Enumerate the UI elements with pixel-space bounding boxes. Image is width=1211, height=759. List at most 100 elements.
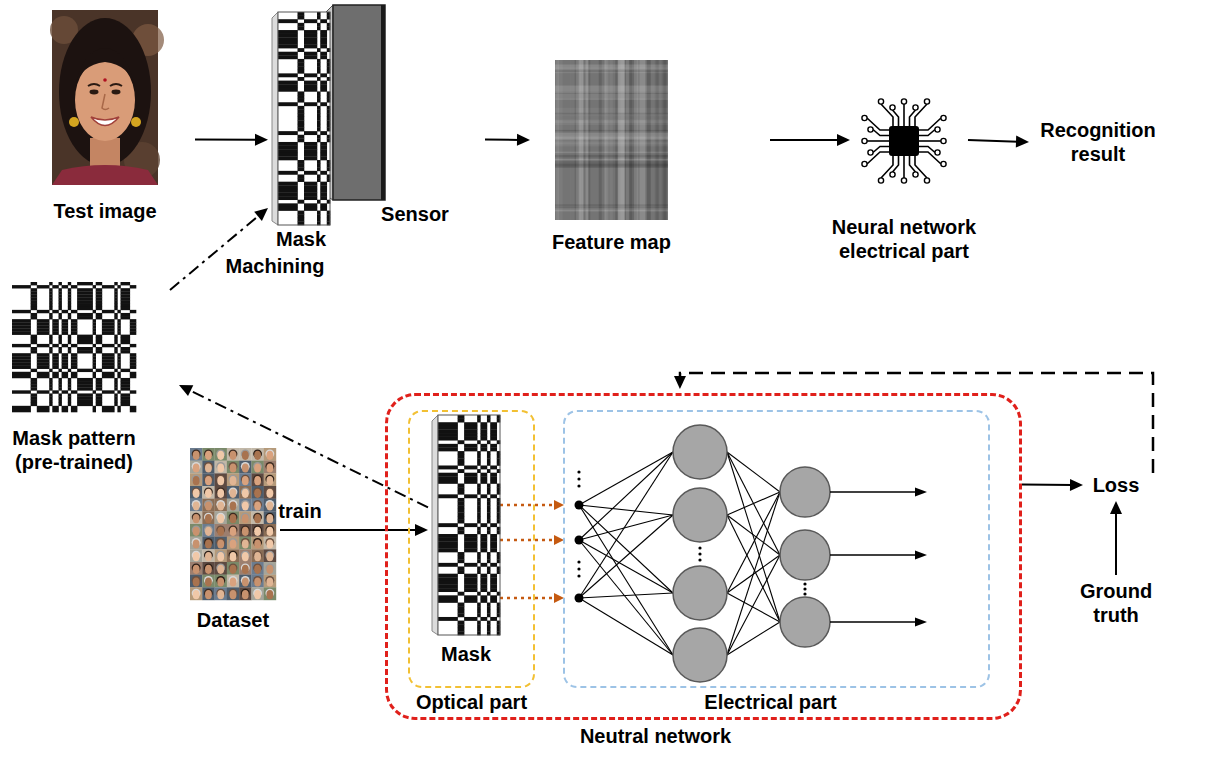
feature-illustration: [555, 60, 668, 220]
caption-text: Mask: [261, 227, 341, 251]
mask-pixel: [490, 444, 497, 448]
mask-pixel: [458, 613, 465, 617]
mask-pixel: [320, 88, 327, 92]
mask-pixel: [317, 95, 321, 99]
caption: Mask: [426, 642, 506, 666]
mask-pixel: [96, 347, 103, 350]
mask-pixel: [62, 375, 69, 378]
chip-pin: [919, 130, 935, 136]
illustration-part: [90, 90, 99, 95]
mask-pixel: [320, 203, 327, 207]
chip-pin-end: [868, 127, 873, 132]
mask-pixel: [320, 131, 327, 135]
mask-pixel: [438, 599, 458, 603]
illustration-part: [91, 117, 119, 126]
mask-pixel: [458, 509, 465, 513]
mask-pixel: [278, 185, 298, 189]
mask-pixel: [298, 167, 305, 171]
ellipsis-dot: [698, 558, 701, 561]
weight-line: [579, 598, 673, 655]
face-tile: [215, 486, 227, 499]
mask-pixel: [477, 556, 481, 560]
mask-pixel: [102, 366, 115, 369]
feature-band: [555, 141, 668, 144]
face-tile: [239, 549, 251, 562]
mask-pixel: [477, 516, 481, 520]
node-label: Recognition result: [1033, 118, 1163, 166]
face-skin: [266, 552, 273, 561]
mask-pixel: [464, 465, 477, 469]
face-tile: [264, 537, 276, 550]
mask-pixel: [68, 316, 71, 319]
mask-pixel: [114, 282, 117, 285]
mask-pixel: [37, 285, 50, 288]
mask-pixel: [102, 356, 115, 359]
face-skin: [242, 501, 249, 510]
mask-pixel: [464, 574, 477, 578]
mask-pixel: [77, 400, 93, 403]
mask-pixel: [304, 171, 317, 175]
face-skin: [193, 527, 200, 536]
mask-pixel: [71, 285, 78, 288]
mask-pixel: [317, 91, 321, 95]
mask-pixel: [464, 429, 477, 433]
mask-pixel: [121, 316, 131, 319]
mask-pixel: [130, 332, 137, 335]
face-tile: [190, 499, 202, 512]
mask-face: [438, 415, 500, 635]
mask-pixel: [31, 338, 37, 341]
mask-pixel: [304, 207, 317, 211]
mask-pixel: [480, 599, 487, 603]
mask-pixel: [59, 301, 62, 304]
face-skin: [217, 489, 224, 498]
mask-pixel: [59, 291, 62, 294]
mask-pixel: [458, 606, 465, 610]
mask-pixel: [464, 541, 477, 545]
mask-pixel: [96, 338, 103, 341]
mask-pixel: [317, 59, 321, 63]
face-tile: [190, 461, 202, 474]
mask-pixel: [31, 393, 37, 396]
mask-pixel: [317, 211, 321, 215]
mask-pixel: [464, 422, 477, 426]
mask-pixel: [62, 390, 69, 393]
face-skin: [230, 463, 237, 472]
mask-pixel: [477, 566, 481, 570]
ground-truth-text: Ground truth: [1071, 579, 1161, 627]
mask-pixel: [490, 523, 497, 527]
mask-pixel: [298, 77, 305, 81]
mask-pixel: [298, 211, 305, 215]
mask-pixel: [458, 592, 465, 596]
mask-pixel: [487, 592, 491, 596]
mask-pixel: [114, 307, 117, 310]
mask-pixel: [477, 440, 481, 444]
mask-pixel: [49, 347, 52, 350]
mask-pixel: [477, 527, 481, 531]
mask-pixel: [59, 381, 62, 384]
mask-pixel: [117, 344, 120, 347]
mask-pixel: [49, 316, 52, 319]
mask-pixel: [121, 335, 131, 338]
mask-pixel: [62, 372, 69, 375]
face-skin: [254, 527, 261, 536]
output-head: [915, 618, 927, 627]
mask-pixel: [77, 387, 93, 390]
mask-pixel: [320, 196, 327, 200]
neuron: [780, 597, 830, 647]
mask-pixel: [37, 353, 50, 356]
mask-pixel: [59, 338, 62, 341]
mask-pixel: [31, 297, 37, 300]
mask-pixel: [59, 400, 62, 403]
mask-pixel: [59, 316, 62, 319]
mask-pixel: [480, 426, 487, 430]
mask-pixel: [458, 469, 465, 473]
mask-pixel: [71, 319, 78, 322]
weight-line: [579, 593, 673, 598]
mask-pixel: [490, 563, 497, 567]
mask-pixel: [438, 541, 458, 545]
mask-pixel: [130, 375, 137, 378]
mask-pixel: [304, 81, 317, 85]
mask-pixel: [37, 406, 50, 409]
mask-pixel: [320, 81, 327, 85]
mask-pixel: [477, 570, 481, 574]
